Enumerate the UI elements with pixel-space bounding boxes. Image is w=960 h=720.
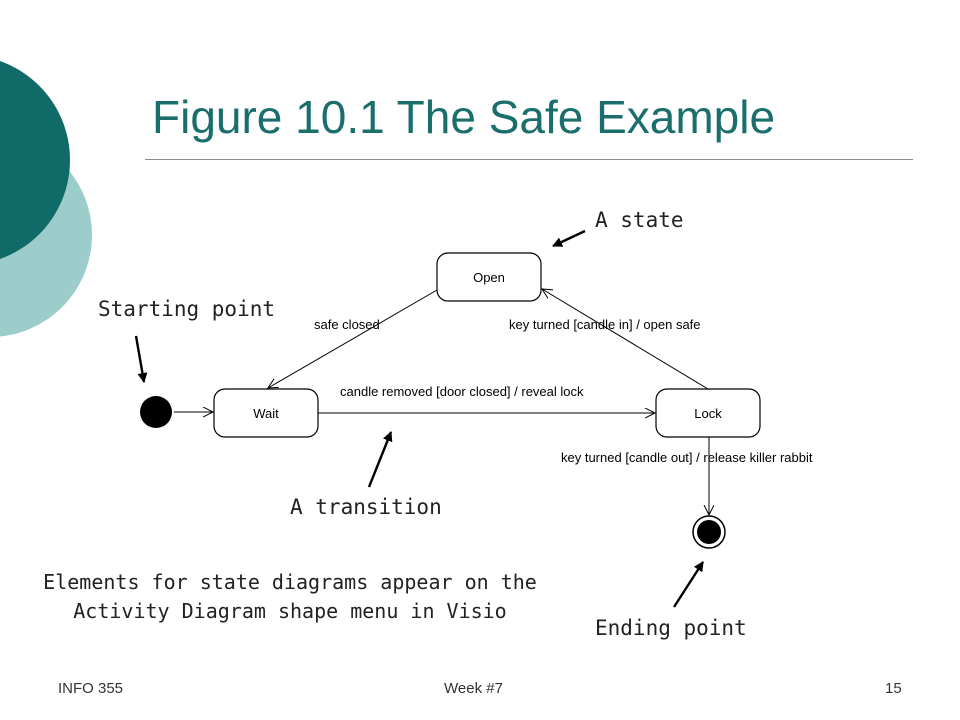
- state-open: Open: [436, 252, 542, 302]
- transition-callout-arrow: [367, 431, 393, 488]
- transition-label-candle-removed: candle removed [door closed] / reveal lo…: [340, 384, 584, 399]
- callout-transition: A transition: [290, 495, 442, 519]
- starting-point-callout-arrow: [134, 335, 148, 383]
- state-lock-label: Lock: [694, 406, 722, 421]
- slide-title: Figure 10.1 The Safe Example: [152, 91, 776, 143]
- footer-page-number: 15: [885, 680, 902, 697]
- footer-week: Week #7: [444, 680, 503, 697]
- ending-point-callout-arrow: [672, 561, 705, 608]
- open-to-wait-line: [268, 289, 438, 388]
- callout-state: A state: [595, 208, 684, 232]
- lock-to-open-line: [542, 289, 709, 390]
- initial-node: [140, 396, 172, 428]
- final-node: [692, 515, 726, 549]
- state-callout-arrow: [552, 229, 586, 248]
- dark-teal-circle: [0, 61, 70, 259]
- transition-label-key-turned-candle-out: key turned [candle out] / release killer…: [561, 450, 813, 465]
- title-divider: [145, 159, 913, 160]
- state-lock: Lock: [655, 388, 761, 438]
- state-wait-label: Wait: [253, 406, 279, 421]
- footer-course: INFO 355: [58, 680, 124, 697]
- visio-note: Elements for state diagrams appear on th…: [43, 570, 537, 623]
- callout-ending-point: Ending point: [595, 616, 747, 640]
- state-wait: Wait: [213, 388, 319, 438]
- transition-label-key-turned-candle-in: key turned [candle in] / open safe: [509, 317, 701, 332]
- state-open-label: Open: [473, 270, 505, 285]
- transition-label-safe-closed: safe closed: [314, 317, 380, 332]
- callout-starting-point: Starting point: [98, 297, 276, 321]
